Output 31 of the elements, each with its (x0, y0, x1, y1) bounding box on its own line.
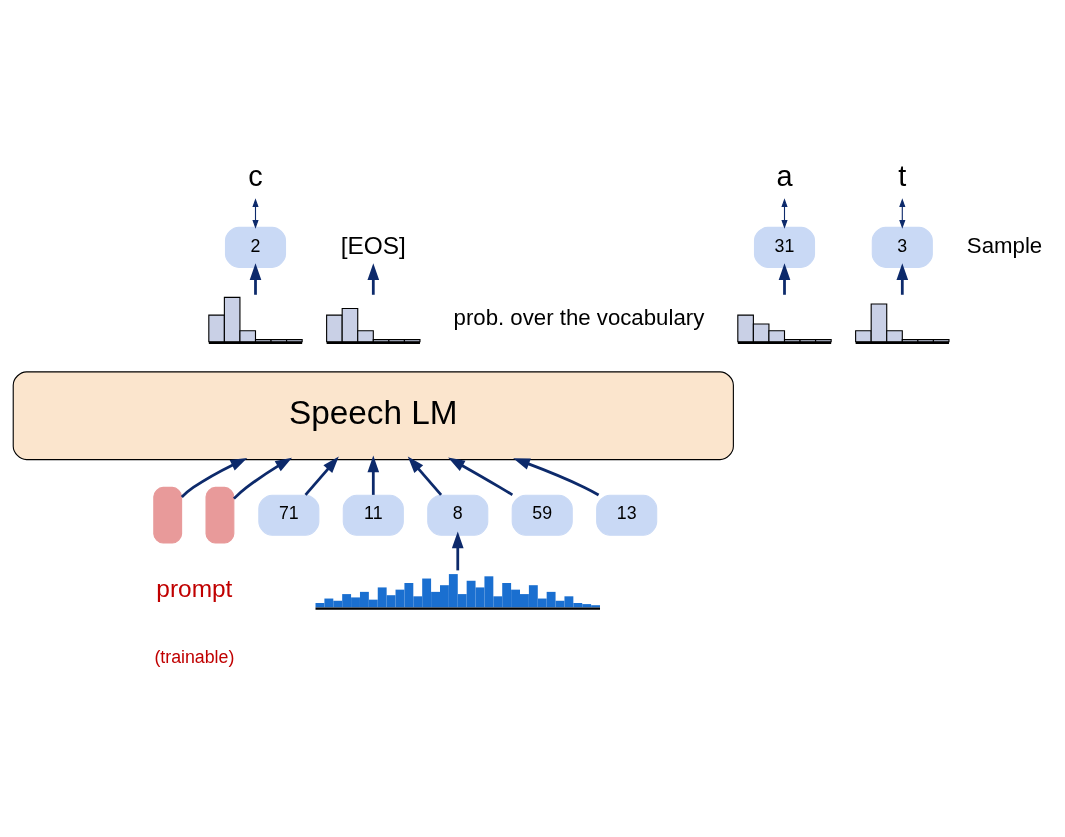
node-box: 59 (511, 494, 573, 536)
arrow (367, 455, 380, 495)
arrow (448, 457, 514, 497)
arrow (180, 458, 248, 499)
node-text: a (776, 160, 793, 193)
node-box: 71 (258, 494, 320, 536)
node-box: 13 (596, 494, 658, 536)
arrow (407, 456, 443, 496)
node-text: t (898, 160, 907, 193)
label: prob. over the vocabulary (453, 305, 705, 331)
node-box (153, 486, 183, 544)
arrow (249, 263, 262, 295)
node-box: 11 (342, 494, 404, 536)
node-text: [EOS] (340, 231, 406, 259)
arrow (513, 458, 600, 497)
node-box: Speech LM (12, 371, 734, 461)
arrow (367, 263, 380, 295)
label: Sample (966, 232, 1043, 258)
node-box: 3 (871, 226, 933, 268)
label: (trainable) (154, 646, 235, 667)
node-box: 8 (427, 494, 489, 536)
node-box: 2 (224, 226, 287, 268)
arrow (232, 457, 293, 500)
node-box: 31 (753, 226, 816, 268)
node-text: c (248, 160, 263, 193)
arrow (896, 263, 909, 295)
label: prompt (156, 574, 233, 602)
arrow (778, 263, 791, 295)
arrow (304, 456, 339, 496)
arrow (451, 531, 464, 571)
node-box (205, 486, 235, 544)
